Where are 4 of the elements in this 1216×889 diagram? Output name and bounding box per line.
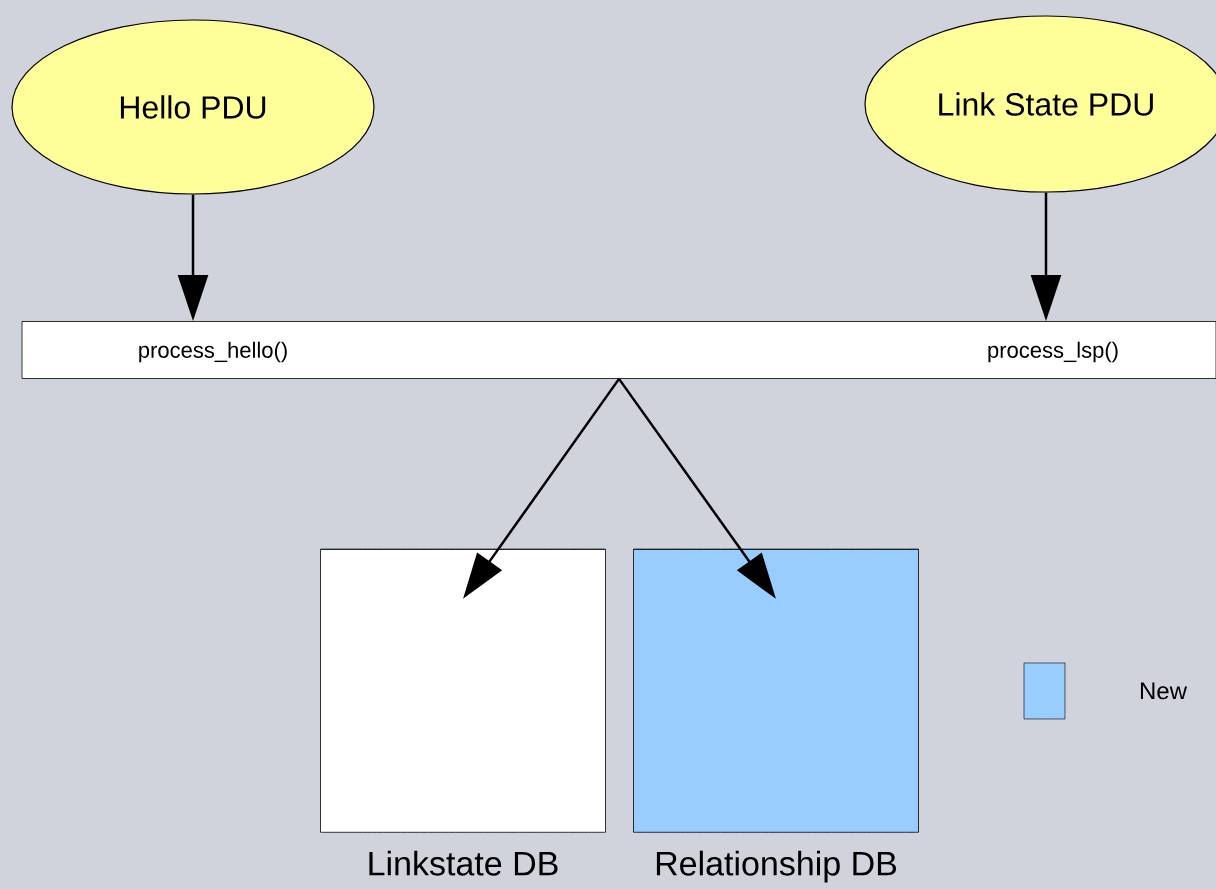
database-label: Relationship DB bbox=[656, 850, 897, 883]
legend-label: New bbox=[1140, 682, 1188, 700]
database-label: Linkstate DB bbox=[369, 850, 558, 876]
function-bar: process_hello() process_lsp() bbox=[21, 321, 1216, 379]
